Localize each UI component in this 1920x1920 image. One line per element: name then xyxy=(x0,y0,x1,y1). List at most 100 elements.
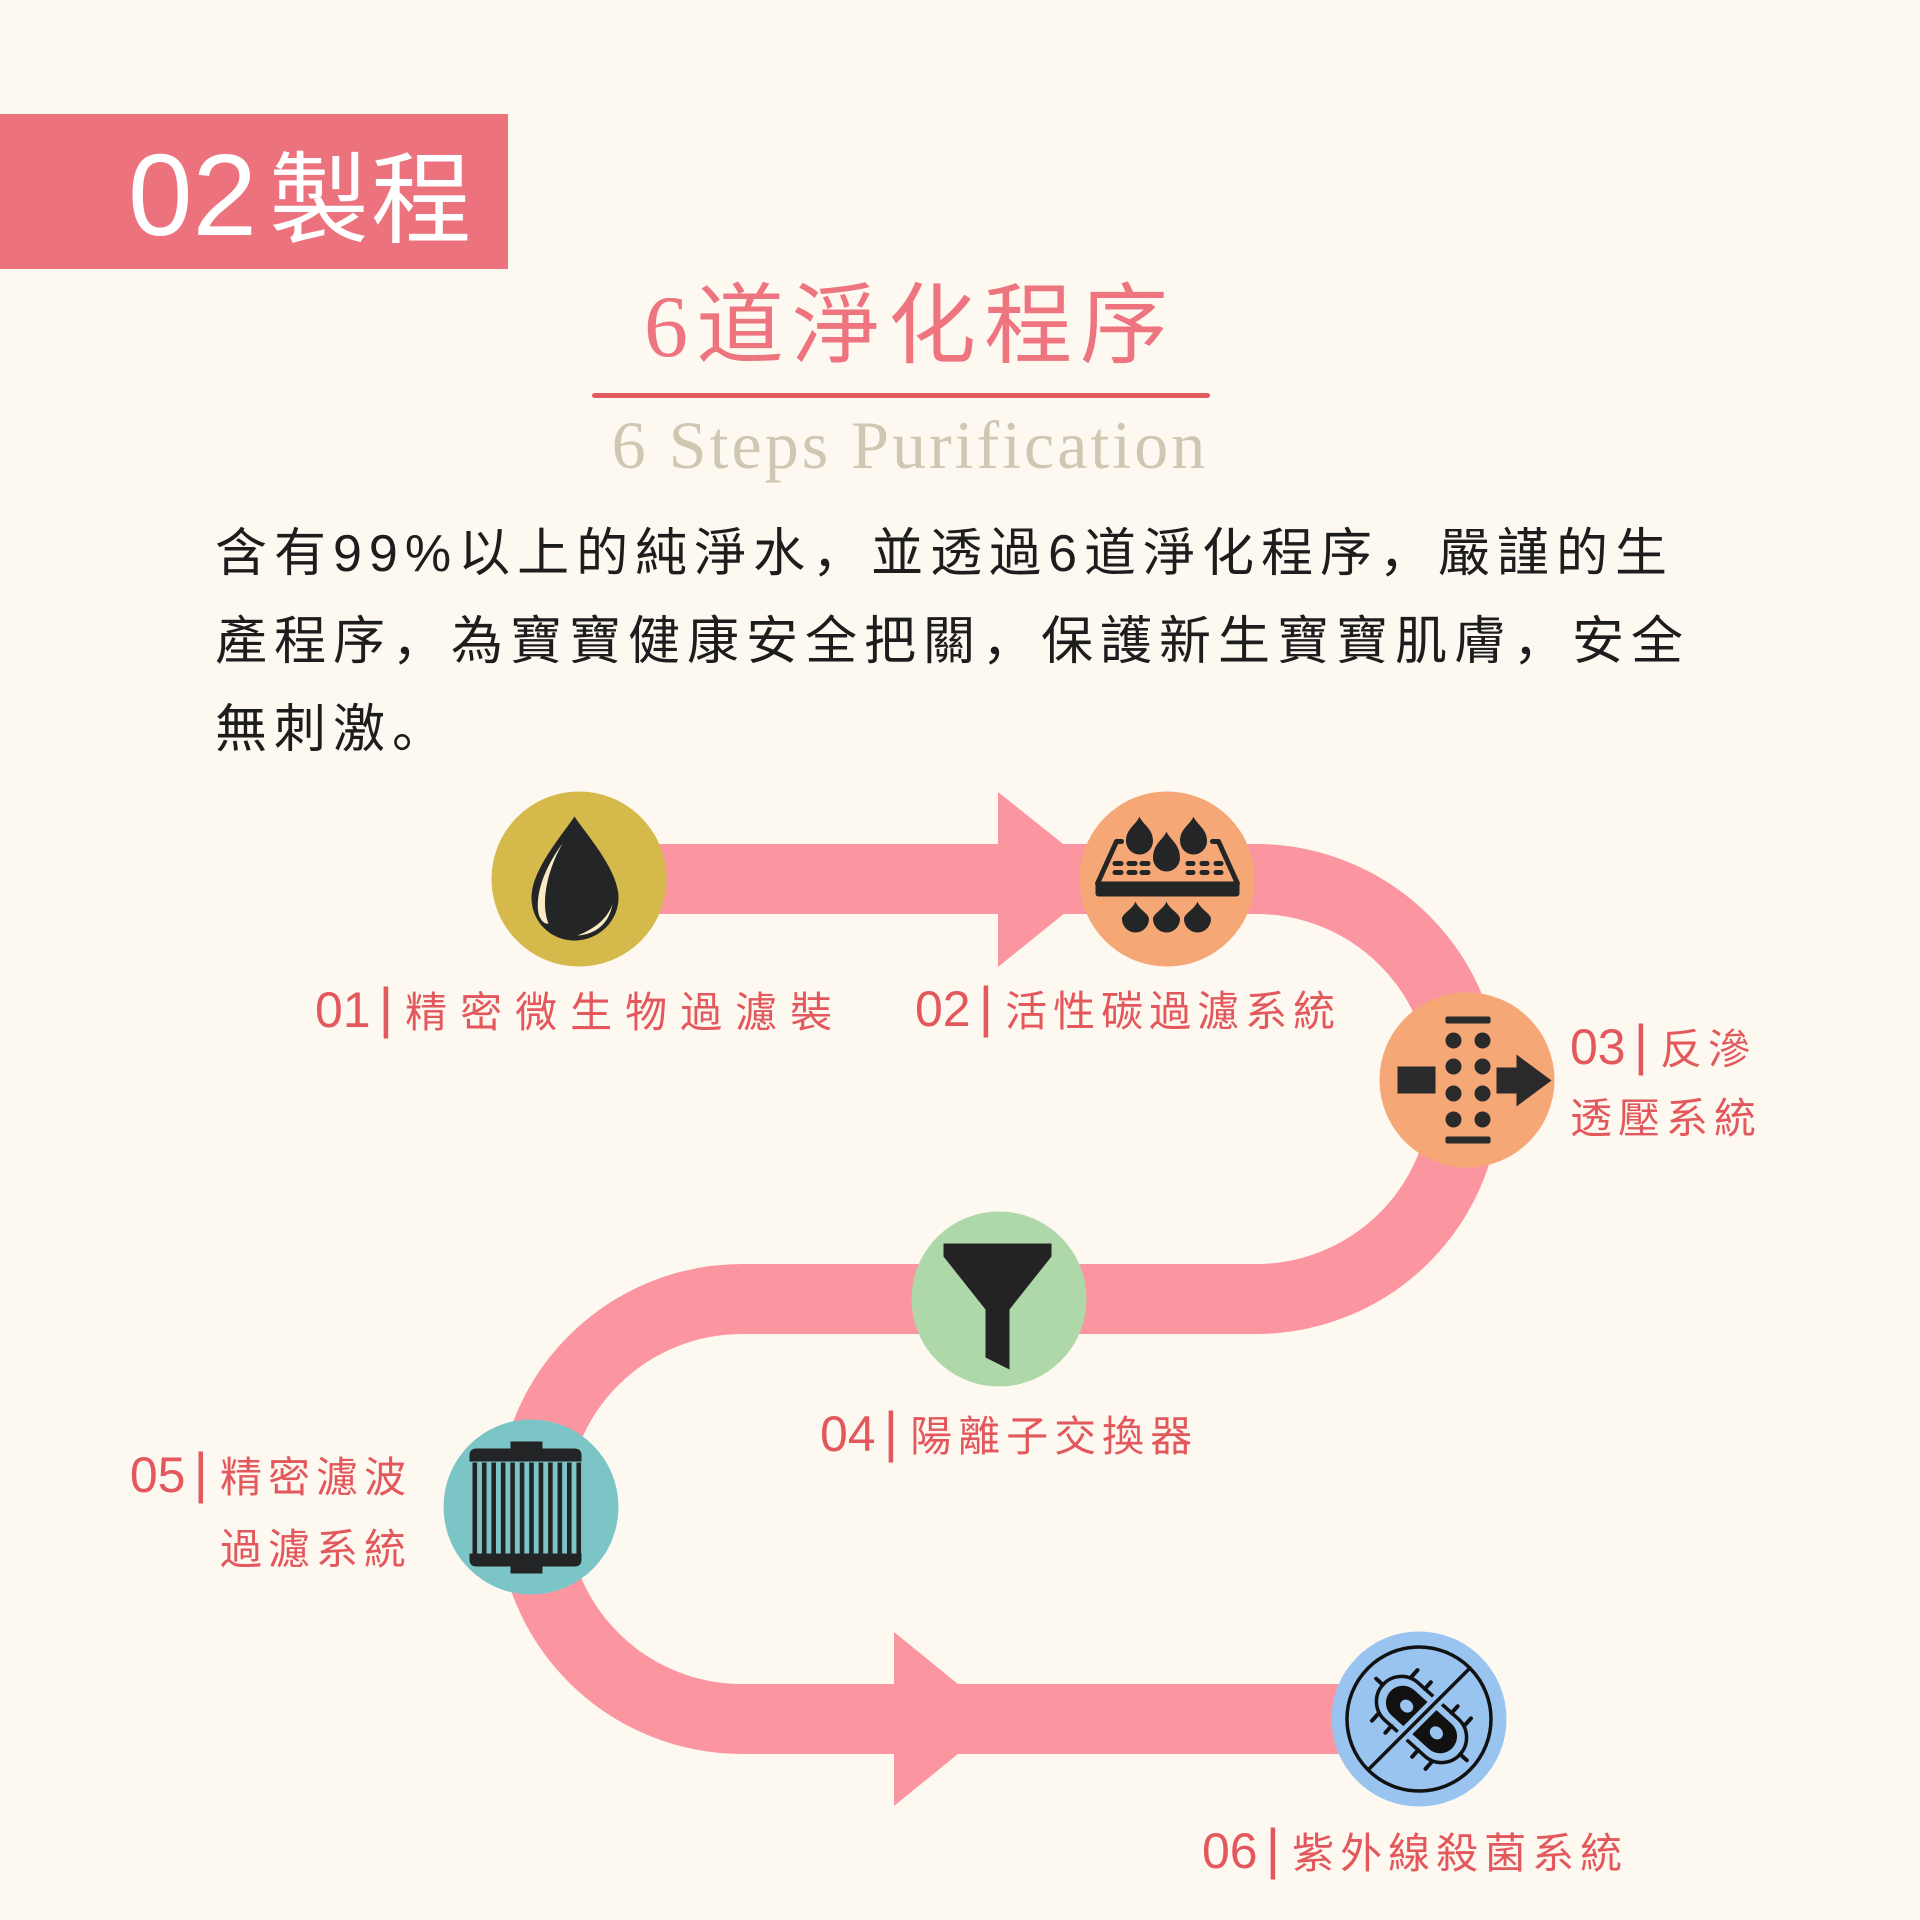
step-3-label: 03|反滲 透壓系統 xyxy=(1570,1017,1762,1146)
membrane-pore xyxy=(1474,1058,1491,1075)
section-number: 02 xyxy=(128,130,258,260)
step-label-line: 03|反滲 xyxy=(1570,1017,1762,1077)
funnel-shape xyxy=(943,1243,1052,1370)
step-separator: | xyxy=(1265,1817,1281,1880)
step-name: 陽離子交換器 xyxy=(910,1413,1199,1460)
cartridge-stripe xyxy=(519,1462,525,1555)
membrane-pore xyxy=(1445,1111,1462,1128)
filter-dash xyxy=(1213,870,1224,875)
step-name: 反滲 xyxy=(1660,1026,1757,1073)
reverse-osmosis-icon xyxy=(1397,1016,1552,1144)
filter-dash xyxy=(1139,870,1151,875)
page-subtitle: 6 Steps Purification xyxy=(611,407,1209,483)
step-separator: | xyxy=(883,1400,899,1463)
section-title: 製程 xyxy=(269,145,474,257)
arrow-head-lower xyxy=(894,1632,1001,1806)
step-separator: | xyxy=(1633,1013,1649,1076)
prohibit-slash xyxy=(1366,1666,1472,1772)
filter-dash xyxy=(1199,870,1210,875)
step-6-node xyxy=(1331,1631,1507,1807)
step-separator: | xyxy=(193,1441,208,1504)
step-1-node xyxy=(491,791,667,967)
membrane-pore xyxy=(1474,1032,1491,1049)
outflow-arrow xyxy=(1496,1054,1552,1107)
filter-dash xyxy=(1126,861,1138,866)
step-label-line: 05|精密濾波 xyxy=(130,1445,412,1505)
step-4-node xyxy=(911,1211,1087,1387)
step-4-label: 04|陽離子交換器 xyxy=(820,1404,1198,1464)
intro-line: 含有99%以上的純淨水，並透過6道淨化程序，嚴謹的生 xyxy=(215,525,1674,583)
drop-shape xyxy=(1184,901,1211,933)
no-bacteria-icon xyxy=(1345,1645,1493,1793)
cartridge-stripe xyxy=(557,1462,563,1555)
step-label-line: 過濾系統 xyxy=(130,1517,412,1577)
filter-dash xyxy=(1185,861,1196,866)
step-number: 06 xyxy=(1202,1823,1258,1879)
step-name: 精密微生物過濾裝 xyxy=(405,989,846,1036)
step-5-label: 05|精密濾波 過濾系統 xyxy=(130,1445,412,1577)
drop-highlight xyxy=(537,843,563,924)
tray-base xyxy=(1095,881,1240,897)
inflow-block xyxy=(1397,1066,1436,1094)
cartridge-top-nub xyxy=(510,1441,543,1451)
drop-shape xyxy=(531,816,619,941)
activated-carbon-filter-icon xyxy=(1095,816,1240,933)
step-number: 01 xyxy=(315,982,371,1038)
step-name: 活性碳過濾系統 xyxy=(1005,988,1342,1035)
drop-highlight xyxy=(577,903,613,936)
membrane-top-bar xyxy=(1445,1016,1491,1024)
step-separator: | xyxy=(978,975,994,1038)
intro-line: 產程序，為寶寶健康安全把關，保護新生寶寶肌膚，安全 xyxy=(215,613,1691,671)
intro-line: 無刺激。 xyxy=(215,701,452,759)
step-3-circle xyxy=(1379,992,1555,1168)
step-label-line: 01|精密微生物過濾裝 xyxy=(315,980,845,1040)
drop-shape xyxy=(1122,901,1149,933)
cartridge-stripe xyxy=(481,1462,487,1555)
membrane-bottom-bar xyxy=(1445,1136,1491,1144)
step-label-line: 04|陽離子交換器 xyxy=(820,1404,1198,1464)
step-2-node xyxy=(1079,791,1255,967)
step-number: 03 xyxy=(1570,1019,1626,1075)
step-name-continued: 過濾系統 xyxy=(219,1526,412,1573)
step-name: 紫外線殺菌系統 xyxy=(1292,1830,1629,1877)
cartridge-stripe xyxy=(529,1462,534,1555)
filter-dash xyxy=(1139,861,1151,866)
cartridge-stripe xyxy=(491,1462,496,1555)
step-3-node xyxy=(1379,992,1555,1168)
step-1-label: 01|精密微生物過濾裝 xyxy=(315,980,845,1040)
cartridge-stripe xyxy=(510,1462,515,1555)
step-6-label: 06|紫外線殺菌系統 xyxy=(1202,1821,1628,1881)
funnel-icon xyxy=(943,1243,1052,1370)
cartridge-top-cap xyxy=(469,1448,582,1462)
step-5-node xyxy=(443,1419,619,1595)
page-title: 6道淨化程序 xyxy=(643,279,1176,376)
filter-cartridge-icon xyxy=(469,1441,582,1574)
step-label-line: 06|紫外線殺菌系統 xyxy=(1202,1821,1628,1881)
water-drop-icon xyxy=(531,816,619,941)
step-label-line: 02|活性碳過濾系統 xyxy=(915,979,1341,1039)
step-number: 02 xyxy=(915,981,971,1037)
drop-shape xyxy=(1180,816,1207,855)
cartridge-stripe xyxy=(548,1462,553,1555)
cartridge-bottom-nub xyxy=(510,1565,543,1574)
step-2-circle xyxy=(1079,791,1255,967)
step-label-line: 透壓系統 xyxy=(1570,1086,1762,1146)
filter-dash xyxy=(1112,861,1124,866)
filter-dash xyxy=(1213,861,1224,866)
prohibit-ring xyxy=(1345,1645,1493,1793)
bacterium-nucleus xyxy=(1429,1726,1443,1740)
filter-dash xyxy=(1126,870,1138,875)
step-2-label: 02|活性碳過濾系統 xyxy=(915,979,1341,1039)
membrane-pore xyxy=(1474,1085,1491,1102)
step-name: 精密濾波 xyxy=(219,1454,412,1501)
filter-dash xyxy=(1199,861,1210,866)
step-number: 05 xyxy=(129,1447,186,1503)
title-underline xyxy=(592,393,1210,398)
drop-shape xyxy=(1126,816,1153,855)
tray-side xyxy=(1095,839,1124,886)
filter-dash xyxy=(1185,870,1196,875)
drop-shape xyxy=(1153,901,1180,933)
